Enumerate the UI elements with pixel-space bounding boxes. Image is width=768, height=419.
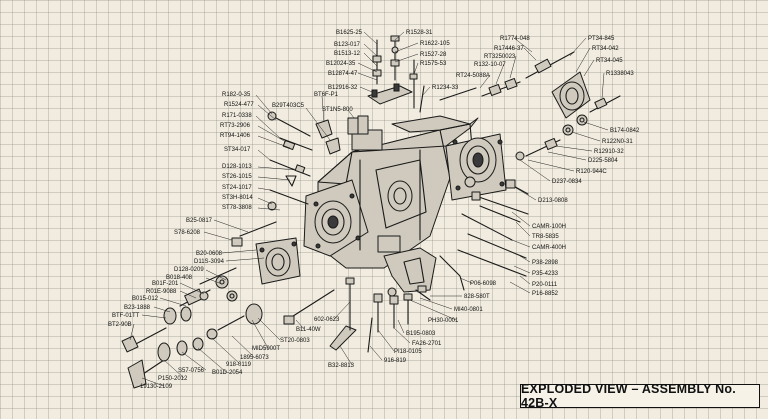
part-label: RT94-1406 xyxy=(220,133,251,139)
part-label: P06-6098 xyxy=(470,281,497,287)
part-label: R1575-53 xyxy=(420,61,447,67)
part-label: B01D-2054 xyxy=(212,370,243,376)
part-label: R1234-33 xyxy=(432,85,459,91)
part-label: ST24-1017 xyxy=(222,185,252,191)
part-label: R182-0-35 xyxy=(222,92,251,98)
part-label: R1774-048 xyxy=(500,36,530,42)
part-label: MI40-0801 xyxy=(454,307,483,313)
leader-lines xyxy=(129,31,609,387)
part-label: B1625-25 xyxy=(336,30,363,36)
part-label: RT73-2906 xyxy=(220,123,251,129)
part-label: B20-0608 xyxy=(196,251,223,257)
top-cover-plate xyxy=(315,35,425,155)
part-label: ST34-017 xyxy=(224,147,251,153)
part-label: BTF-01TT xyxy=(112,313,140,319)
part-label: BT6F-P1 xyxy=(314,92,339,98)
part-label: R1338043 xyxy=(606,71,634,77)
right-side-parts xyxy=(439,51,621,277)
part-label: B018-408 xyxy=(166,275,193,281)
part-label: R01E-9088 xyxy=(146,289,177,295)
part-label: B29T403C5 xyxy=(272,103,305,109)
part-label: ST26-1015 xyxy=(222,174,252,180)
main-housing xyxy=(303,115,507,269)
part-label: TR8-5835 xyxy=(532,234,559,240)
part-label: CAMR-400H xyxy=(532,245,566,251)
part-label: ST78-3808 xyxy=(222,205,252,211)
part-label: B25-0817 xyxy=(186,218,213,224)
part-label: R132-10-07 xyxy=(474,62,506,68)
part-label: P38-2898 xyxy=(532,260,559,266)
part-label: D213-0808 xyxy=(538,198,568,204)
part-label: B1513-12 xyxy=(334,51,361,57)
part-label: B123-017 xyxy=(334,42,361,48)
part-label: R17446-37 xyxy=(494,46,524,52)
part-label: B01F-201 xyxy=(152,281,179,287)
part-label: RT3250023 xyxy=(484,54,516,60)
part-label: 602-0623 xyxy=(314,317,340,323)
part-label: R1527-28 xyxy=(420,52,447,58)
part-label: B23-1888 xyxy=(124,305,151,311)
part-label: S57-0756 xyxy=(178,368,205,374)
part-label: D237-0834 xyxy=(552,179,582,185)
part-label: BT2-90B xyxy=(108,322,132,328)
left-side-parts xyxy=(121,111,335,389)
part-label: B12024-35 xyxy=(326,61,356,67)
part-label: RT24-5088A xyxy=(456,73,490,79)
part-label: ST1N5-800 xyxy=(322,107,353,113)
part-label: PH30-0001 xyxy=(428,318,459,324)
part-label: R1524-477 xyxy=(224,102,254,108)
part-label: R1622-105 xyxy=(420,41,450,47)
part-label: B32-8813 xyxy=(328,363,355,369)
part-label: B11-40W xyxy=(296,327,321,333)
part-label: RT34-045 xyxy=(596,58,623,64)
part-label: B015-012 xyxy=(132,296,159,302)
part-label: PI18-0105 xyxy=(394,349,422,355)
part-label: B12874-47 xyxy=(328,71,358,77)
part-label: 918-0119 xyxy=(226,362,252,368)
part-label: B174-0842 xyxy=(610,128,640,134)
lower-bracket xyxy=(329,247,465,353)
part-label: P20-0111 xyxy=(532,282,558,288)
part-label: ST20-0803 xyxy=(280,338,310,344)
part-label: P16-8852 xyxy=(532,291,559,297)
part-label: D225-5804 xyxy=(588,158,618,164)
part-label: CAMR-100H xyxy=(532,224,566,230)
drawing-title: EXPLODED VIEW – ASSEMBLY No. 42B-X xyxy=(521,382,736,410)
part-label: 19130-2109 xyxy=(140,384,173,390)
part-label: S78-6208 xyxy=(174,230,201,236)
part-label: P150-2012 xyxy=(158,376,188,382)
part-label: D128-1013 xyxy=(222,164,252,170)
part-label: R120-944C xyxy=(576,169,607,175)
part-label: R171-0338 xyxy=(222,113,252,119)
part-label: R122N0-31 xyxy=(602,139,633,145)
part-label: ST3H-8014 xyxy=(222,195,253,201)
part-label: B12916-32 xyxy=(328,85,358,91)
part-label: MID5900T xyxy=(252,346,280,352)
part-label: D128-0209 xyxy=(174,267,204,273)
part-label: P35-4233 xyxy=(532,271,559,277)
part-label: B195-0803 xyxy=(406,331,436,337)
part-label: RT34-042 xyxy=(592,46,619,52)
part-label: FA26-2701 xyxy=(412,341,442,347)
part-label: 828-580T xyxy=(464,294,490,300)
part-label: PT34-845 xyxy=(588,36,615,42)
part-label: 916-819 xyxy=(384,358,407,364)
part-labels: B1625-25 B123-017 B1513-12 B12024-35 B12… xyxy=(108,30,640,390)
part-label: D11S-3094 xyxy=(194,259,225,265)
part-label: 1895-6073 xyxy=(240,355,269,361)
part-label: R1528-31 xyxy=(406,30,433,36)
part-label: R12910-32 xyxy=(594,149,624,155)
title-block: EXPLODED VIEW – ASSEMBLY No. 42B-X xyxy=(520,382,760,410)
